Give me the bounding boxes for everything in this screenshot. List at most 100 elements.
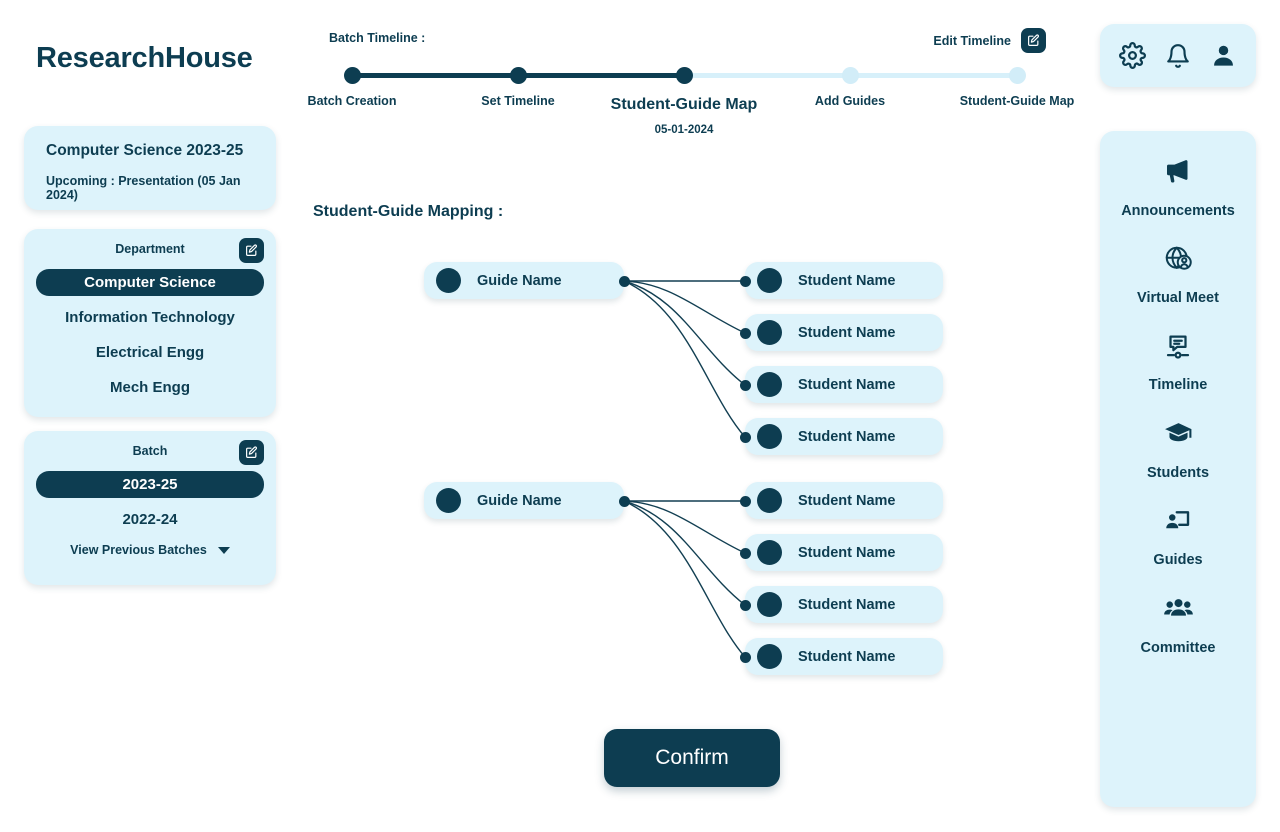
avatar — [757, 424, 782, 449]
bell-icon[interactable] — [1165, 43, 1191, 69]
user-icon[interactable] — [1210, 42, 1237, 69]
edit-square-icon — [246, 244, 258, 256]
student-input-port[interactable] — [739, 495, 751, 507]
timeline-dot-batch-creation[interactable] — [343, 67, 361, 84]
timeline-step-label: Student-Guide Map — [959, 94, 1075, 108]
timeline-dot-add-guides[interactable] — [841, 67, 859, 84]
batch-timeline: Batch Creation Set Timeline Student-Guid… — [0, 0, 1280, 145]
sidebar-item-electrical-engg[interactable]: Electrical Engg — [36, 339, 264, 366]
timeline-dot-student-guide-map-2[interactable] — [1008, 67, 1026, 84]
batch-option-label: 2023-25 — [122, 476, 178, 493]
megaphone-icon — [1163, 157, 1193, 192]
timeline-step-label: Set Timeline — [481, 94, 555, 108]
student-name-label: Student Name — [798, 272, 896, 289]
confirm-button[interactable]: Confirm — [604, 729, 780, 787]
batch-panel-title: Batch — [132, 444, 168, 458]
avatar — [757, 488, 782, 513]
guide-node[interactable]: Guide Name — [424, 262, 624, 299]
guide-output-port[interactable] — [618, 275, 630, 287]
student-input-port[interactable] — [739, 547, 751, 559]
nav-item-label: Committee — [1140, 640, 1216, 656]
timeline-step-label-current: Student-Guide Map — [610, 96, 758, 113]
avatar — [436, 268, 461, 293]
avatar — [436, 488, 461, 513]
student-node[interactable]: Student Name — [745, 262, 943, 299]
sidebar-item-batch-2023-25[interactable]: 2023-25 — [36, 471, 264, 498]
student-node[interactable]: Student Name — [745, 586, 943, 623]
timeline-dot-set-timeline[interactable] — [509, 67, 527, 84]
timeline-step-label: Add Guides — [814, 94, 886, 108]
edit-batch-button[interactable] — [239, 440, 264, 465]
edit-timeline-icon-button[interactable] — [1021, 28, 1046, 53]
department-panel-title: Department — [115, 242, 185, 256]
page-title: Student-Guide Mapping : — [313, 203, 504, 220]
department-panel-header: Department — [24, 229, 276, 269]
department-option-label: Mech Engg — [109, 379, 190, 396]
nav-item-timeline[interactable]: Timeline — [1100, 331, 1256, 393]
student-node[interactable]: Student Name — [745, 314, 943, 351]
student-input-port[interactable] — [739, 379, 751, 391]
student-node[interactable]: Student Name — [745, 638, 943, 675]
top-icon-bar — [1100, 24, 1256, 87]
guide-output-port[interactable] — [618, 495, 630, 507]
student-name-label: Student Name — [798, 596, 896, 613]
department-option-label: Information Technology — [65, 309, 235, 326]
globe-user-icon — [1163, 244, 1193, 279]
batch-panel: Batch 2023-25 2022-24 View Previous Batc… — [24, 431, 276, 585]
edit-department-button[interactable] — [239, 238, 264, 263]
nav-item-virtual-meet[interactable]: Virtual Meet — [1100, 244, 1256, 306]
timeline-dot-student-guide-map[interactable] — [675, 67, 693, 84]
nav-item-label: Guides — [1153, 552, 1203, 568]
guide-name-label: Guide Name — [477, 492, 562, 509]
avatar — [757, 320, 782, 345]
guide-node[interactable]: Guide Name — [424, 482, 624, 519]
student-input-port[interactable] — [739, 431, 751, 443]
student-input-port[interactable] — [739, 327, 751, 339]
nav-item-announcements[interactable]: Announcements — [1100, 157, 1256, 219]
edit-timeline-button[interactable]: Edit Timeline — [933, 28, 1046, 53]
student-input-port[interactable] — [739, 275, 751, 287]
avatar — [757, 592, 782, 617]
avatar — [757, 372, 782, 397]
student-node[interactable]: Student Name — [745, 482, 943, 519]
student-node[interactable]: Student Name — [745, 534, 943, 571]
student-name-label: Student Name — [798, 324, 896, 341]
timeline-chat-icon — [1163, 331, 1193, 366]
edit-timeline-label: Edit Timeline — [933, 33, 1011, 48]
student-name-label: Student Name — [798, 492, 896, 509]
nav-item-committee[interactable]: Committee — [1100, 593, 1256, 656]
current-batch-subtitle: Upcoming : Presentation (05 Jan 2024) — [46, 174, 241, 202]
sidebar-item-batch-2022-24[interactable]: 2022-24 — [36, 506, 264, 533]
student-input-port[interactable] — [739, 599, 751, 611]
avatar — [757, 268, 782, 293]
graduation-cap-icon — [1163, 418, 1194, 454]
batch-panel-header: Batch — [24, 431, 276, 471]
gear-icon[interactable] — [1119, 42, 1147, 69]
nav-item-label: Virtual Meet — [1137, 290, 1219, 306]
app-brand-title: ResearchHouse — [36, 42, 253, 74]
nav-item-label: Timeline — [1148, 377, 1208, 393]
student-name-label: Student Name — [798, 376, 896, 393]
batch-option-label: 2022-24 — [122, 511, 178, 528]
sidebar-item-computer-science[interactable]: Computer Science — [36, 269, 264, 296]
edit-square-icon — [246, 446, 258, 458]
student-node[interactable]: Student Name — [745, 366, 943, 403]
presenter-board-icon — [1163, 506, 1193, 541]
sidebar-item-information-technology[interactable]: Information Technology — [36, 304, 264, 331]
guide-name-label: Guide Name — [477, 272, 562, 289]
current-batch-title: Computer Science 2023-25 — [46, 142, 244, 159]
nav-item-students[interactable]: Students — [1100, 418, 1256, 481]
avatar — [757, 644, 782, 669]
student-name-label: Student Name — [798, 428, 896, 445]
timeline-current-date: 05-01-2024 — [654, 124, 714, 136]
current-batch-card[interactable]: Computer Science 2023-25 Upcoming : Pres… — [24, 126, 276, 210]
student-input-port[interactable] — [739, 651, 751, 663]
student-node[interactable]: Student Name — [745, 418, 943, 455]
department-panel: Department Computer Science Information … — [24, 229, 276, 417]
sidebar-item-mech-engg[interactable]: Mech Engg — [36, 374, 264, 401]
student-name-label: Student Name — [798, 544, 896, 561]
nav-item-guides[interactable]: Guides — [1100, 506, 1256, 568]
view-previous-batches-button[interactable]: View Previous Batches — [24, 543, 276, 557]
right-navigation-panel: Announcements Virtual Meet — [1100, 131, 1256, 807]
